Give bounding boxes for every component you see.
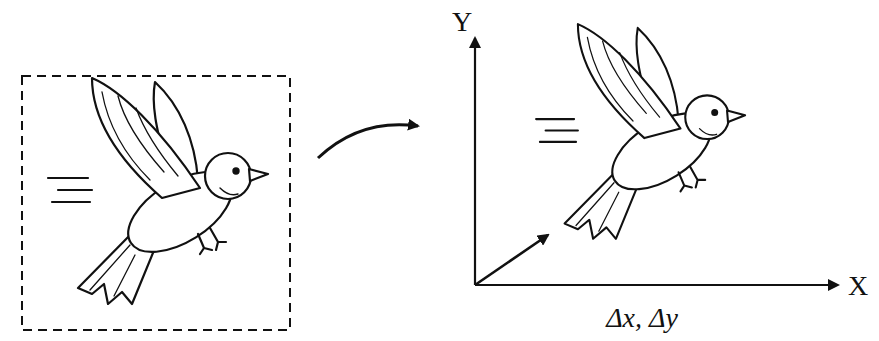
- x-axis: [475, 284, 838, 286]
- bird-before: [48, 78, 268, 304]
- axis-label: Y: [452, 8, 472, 36]
- bird-after: [536, 24, 745, 239]
- dashed-frame: [22, 76, 290, 330]
- transform-arrow: [318, 125, 418, 158]
- axis-label: X: [848, 272, 868, 300]
- y-axis: [474, 38, 476, 285]
- displacement-label: Δx, Δy: [606, 304, 678, 332]
- displacement-arrow: [475, 235, 548, 285]
